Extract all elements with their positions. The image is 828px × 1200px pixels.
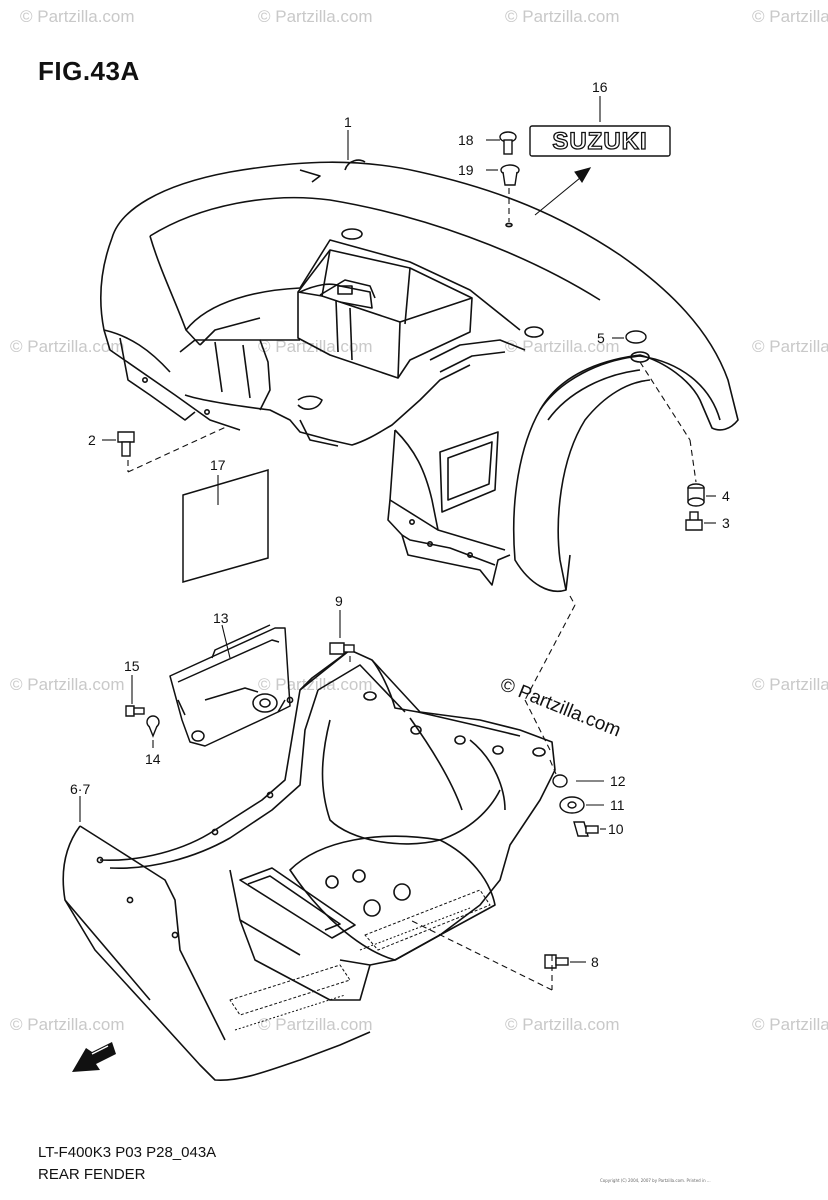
callout-12: 12: [610, 773, 626, 789]
callout-9: 9: [335, 593, 343, 609]
callout-5: 5: [597, 330, 605, 346]
part-9-bolt: [329, 642, 355, 655]
callout-11: 11: [610, 797, 625, 813]
watermark: © Partzilla.com: [505, 1015, 620, 1034]
callout-16: 16: [592, 79, 608, 95]
callout-13: 13: [213, 610, 229, 626]
callout-18: 18: [458, 132, 474, 148]
callout-10: 10: [608, 821, 624, 837]
footrest-perforation: [229, 889, 491, 1031]
watermark: © Partzilla.com: [752, 1015, 828, 1034]
figure-name: REAR FENDER: [38, 1166, 146, 1183]
tiny-print: Copyright (C) 2004, 2007 by Partzilla.co…: [600, 1178, 711, 1183]
part-11-washer: [559, 796, 585, 814]
watermark: © Partzilla.com: [10, 675, 125, 694]
mud-guard-lower: [62, 649, 556, 1081]
callout-17: 17: [210, 457, 226, 473]
part-10-bolt: [573, 821, 599, 837]
watermark: © Partzilla.com: [752, 337, 828, 356]
watermark: © Partzilla.com: [258, 7, 373, 26]
watermark: © Partzilla.com: [505, 7, 620, 26]
rear-fender-upper: [99, 159, 739, 592]
part-4-collar: [687, 483, 705, 507]
callout-14: 14: [145, 751, 161, 767]
callout-19: 19: [458, 162, 474, 178]
part-3-bolt: [685, 511, 703, 531]
callout-6-7: 6·7: [70, 781, 90, 797]
front-arrow-icon: [72, 1042, 116, 1072]
watermarks: © Partzilla.com © Partzilla.com © Partzi…: [10, 7, 828, 1034]
callout-labels: 1 2 3 4 5 6·7 8 9 10 11 12 13 14 15 16 1…: [70, 79, 730, 970]
watermark: © Partzilla.com: [752, 675, 828, 694]
figure-code: LT-F400K3 P03 P28_043A: [38, 1144, 217, 1161]
part-16-emblem: SUZUKI: [529, 125, 671, 157]
part-14-clip: [146, 715, 160, 738]
watermark: © Partzilla.com: [752, 7, 828, 26]
watermark: © Partzilla.com: [258, 675, 373, 694]
part-2-bolt: [117, 431, 135, 457]
callout-15: 15: [124, 658, 140, 674]
figure-title: FIG.43A: [38, 56, 140, 86]
part-15-bolt: [125, 705, 145, 717]
callout-2: 2: [88, 432, 96, 448]
watermark: © Partzilla.com: [20, 7, 135, 26]
part-17-label: [182, 468, 269, 583]
part-19-grommet: [500, 164, 520, 186]
callout-8: 8: [591, 954, 599, 970]
part-8-bolt: [544, 954, 569, 969]
part-13-bracket: [169, 624, 291, 747]
part-18-screw: [499, 131, 517, 155]
part-5-cap: [625, 330, 647, 344]
callout-1: 1: [344, 114, 352, 130]
watermark: © Partzilla.com: [505, 337, 620, 356]
part-12-nut: [552, 774, 568, 788]
watermark: © Partzilla.com: [10, 1015, 125, 1034]
suzuki-badge-text: SUZUKI: [552, 128, 647, 155]
callout-4: 4: [722, 488, 730, 504]
leader-lines: [79, 96, 716, 991]
watermark: © Partzilla.com: [258, 1015, 373, 1034]
watermark: © Partzilla.com: [10, 337, 125, 356]
fasteners: [117, 131, 705, 969]
callout-3: 3: [722, 515, 730, 531]
